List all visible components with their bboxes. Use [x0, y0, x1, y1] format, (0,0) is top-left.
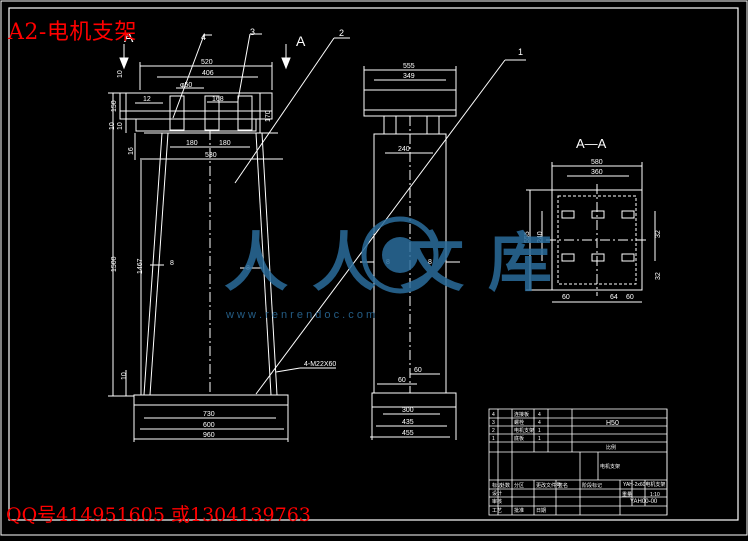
watermark-url: w w w . r e n r e n d o c . c o m [225, 309, 375, 321]
part-name-3: 螺栓 [514, 419, 524, 426]
cell-zone: 分区 [514, 482, 524, 489]
frame-border [8, 7, 739, 521]
dim-10-d: 10 [121, 372, 128, 380]
project-name: YAH-2x60电机支架 [623, 481, 665, 488]
watermark-text: 人人文库 [224, 227, 576, 299]
section-mark-right: A [296, 33, 306, 49]
dim-555: 555 [403, 63, 415, 70]
dim-8-a: 8 [170, 260, 174, 267]
dim-64: 64 [610, 294, 618, 301]
part-no-2: 2 [492, 428, 495, 434]
drawing-number: YAH00-00 [630, 499, 658, 505]
front-view-dims: A A 4 3 2 520 406 φ50 168 12 180 180 530… [109, 27, 344, 439]
dim-555-section: 555 [524, 231, 531, 243]
scale: 1:10 [650, 492, 660, 498]
dim-406: 406 [202, 70, 214, 77]
dim-240-section: 240 [537, 231, 544, 243]
dim-1467: 1467 [137, 258, 144, 274]
cell-change: 更改文件号 [536, 482, 561, 489]
dim-32-a: 32 [655, 230, 662, 238]
part-no-1: 1 [492, 436, 495, 442]
front-view [108, 33, 350, 442]
dim-730: 730 [203, 411, 215, 418]
dim-300: 300 [402, 407, 414, 414]
dim-side-60b: 60 [414, 367, 422, 374]
contact-info: QQ号414951605 或1304139763 [6, 504, 311, 526]
dim-1500: 1500 [111, 256, 118, 272]
section-view [526, 162, 656, 303]
dim-10-b: 10 [117, 122, 124, 130]
cell-approve: 批准 [514, 507, 524, 514]
dim-960: 960 [203, 432, 215, 439]
dim-180a: 180 [186, 140, 198, 147]
cell-weight: 重量 [622, 491, 632, 498]
dim-349: 349 [403, 73, 415, 80]
cell-date: 日期 [536, 508, 546, 514]
dim-170: 170 [265, 110, 272, 122]
part-name-1: 底板 [514, 435, 524, 442]
part-name-4: 连接板 [514, 411, 529, 418]
dim-360: 360 [591, 169, 603, 176]
material: H50 [606, 420, 619, 427]
dim-32-b: 32 [655, 272, 662, 280]
dim-150: 150 [111, 100, 118, 112]
dim-60-a: 60 [562, 294, 570, 301]
cell-stage: 阶段标记 [582, 482, 602, 489]
dim-8-b: 8 [246, 265, 250, 272]
section-mark-left: A [124, 29, 134, 45]
dim-520: 520 [201, 59, 213, 66]
cell-label-note: 比例 [606, 444, 616, 451]
cell-design: 设计 [492, 490, 502, 497]
cell-count: 处数 [500, 482, 510, 489]
title-block-text: 4 连接板 4 3 螺栓 4 2 电机支架 1 1 底板 1 H50 电机支架 … [492, 411, 665, 514]
dim-side-60a: 60 [398, 377, 406, 384]
part-qty-1: 1 [538, 436, 541, 442]
dim-168: 168 [212, 96, 224, 103]
part-qty-3: 4 [538, 420, 541, 426]
dim-600: 600 [203, 422, 215, 429]
dim-16: 16 [128, 147, 135, 155]
section-view-dims: A—A 580 360 555 240 60 64 60 32 32 [524, 136, 662, 301]
section-title: A—A [576, 136, 607, 151]
part-qty-4: 4 [538, 412, 541, 418]
part-no-3: 3 [492, 420, 495, 426]
dim-12: 12 [143, 96, 151, 103]
cell-mark: 标记 [492, 482, 502, 489]
cell-process: 工艺 [492, 508, 502, 514]
dim-10-a: 10 [117, 70, 124, 78]
dim-530: 530 [205, 152, 217, 159]
dim-side-8b: 8 [428, 259, 432, 266]
dim-10-c: 10 [109, 122, 116, 130]
watermark-logo: 人人文库 w w w . r e n r e n d o c . c o m [224, 216, 576, 321]
dim-180b: 180 [219, 140, 231, 147]
part-qty-2: 1 [538, 428, 541, 434]
part-no-4: 4 [492, 412, 495, 418]
cell-sign: 签名 [558, 482, 568, 489]
dim-phi50: φ50 [180, 82, 192, 89]
callout-bolts: 4-M22X60 [304, 361, 336, 368]
title-block [488, 408, 668, 516]
drawing-title: A2-电机支架 [8, 20, 137, 45]
dim-435: 435 [402, 419, 414, 426]
drawing-name: 电机支架 [600, 463, 620, 470]
balloon-2: 2 [339, 28, 344, 38]
balloon-1: 1 [518, 47, 523, 57]
part-name-2: 电机支架 [514, 427, 534, 434]
dim-60-b: 60 [626, 294, 634, 301]
dim-240: 240 [398, 146, 410, 153]
dim-580: 580 [591, 159, 603, 166]
cell-review: 审核 [492, 498, 502, 505]
balloon-3: 3 [250, 27, 255, 37]
balloon-4: 4 [201, 32, 206, 42]
dim-455: 455 [402, 430, 414, 437]
